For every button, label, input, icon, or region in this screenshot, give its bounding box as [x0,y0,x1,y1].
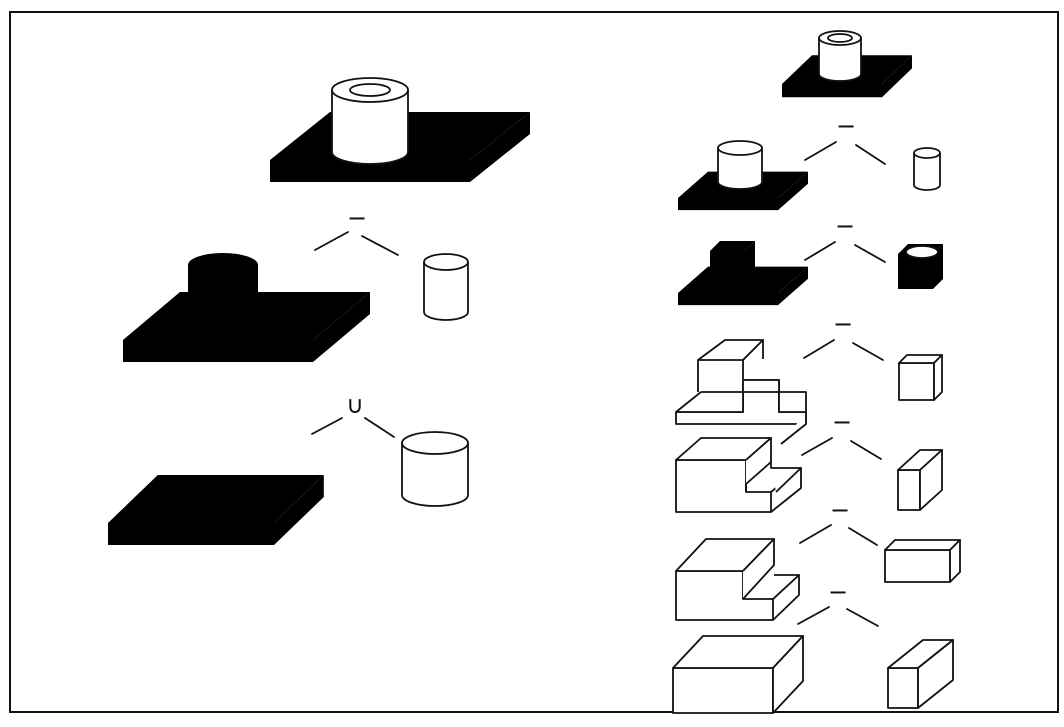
result-solid-hollow [270,77,530,182]
solid-large-cylinder [401,431,469,507]
tree-edge [848,527,878,546]
right-stepped-solid-3 [675,538,800,621]
right-stepped-solid-1 [675,339,807,445]
right-large-box [672,635,804,714]
tree-edge [361,235,399,256]
tree-edge [364,417,395,438]
solid-slab-cylinder [123,253,370,362]
right-slab-box [678,241,808,306]
right-stepped-solid-2 [675,437,802,513]
operator-right-1: − [836,112,856,140]
tree-edge [803,339,835,359]
tree-edge [854,244,886,263]
tree-edge [850,440,882,460]
tree-edge [804,241,836,261]
right-slab-cylinder [678,140,808,211]
operator-right-2: − [835,212,855,240]
operator-union-left: ∪ [346,391,364,419]
tree-edge [311,417,343,435]
right-box-with-cylinder [898,244,943,289]
right-flat-box-5 [884,539,961,583]
operator-right-3: − [833,310,853,338]
solid-small-cylinder [423,253,469,321]
tree-edge [855,144,886,165]
tree-edge [799,524,832,544]
tree-edge [804,141,837,161]
right-small-box-6 [887,639,954,709]
tree-edge [852,342,884,361]
operator-right-4: − [832,408,852,436]
operator-right-5: − [830,496,850,524]
tree-edge [314,231,349,251]
solid-plain-slab [108,475,324,545]
right-small-box-3 [898,354,943,401]
tree-edge [801,437,833,456]
right-result-solid [782,30,912,98]
tree-edge [797,606,830,625]
tree-edge [846,608,879,627]
operator-difference-left: − [347,204,367,232]
right-small-box-4 [897,449,943,511]
right-small-cylinder-1 [913,147,941,191]
figure-border [9,11,1059,713]
operator-right-6: − [828,578,848,606]
